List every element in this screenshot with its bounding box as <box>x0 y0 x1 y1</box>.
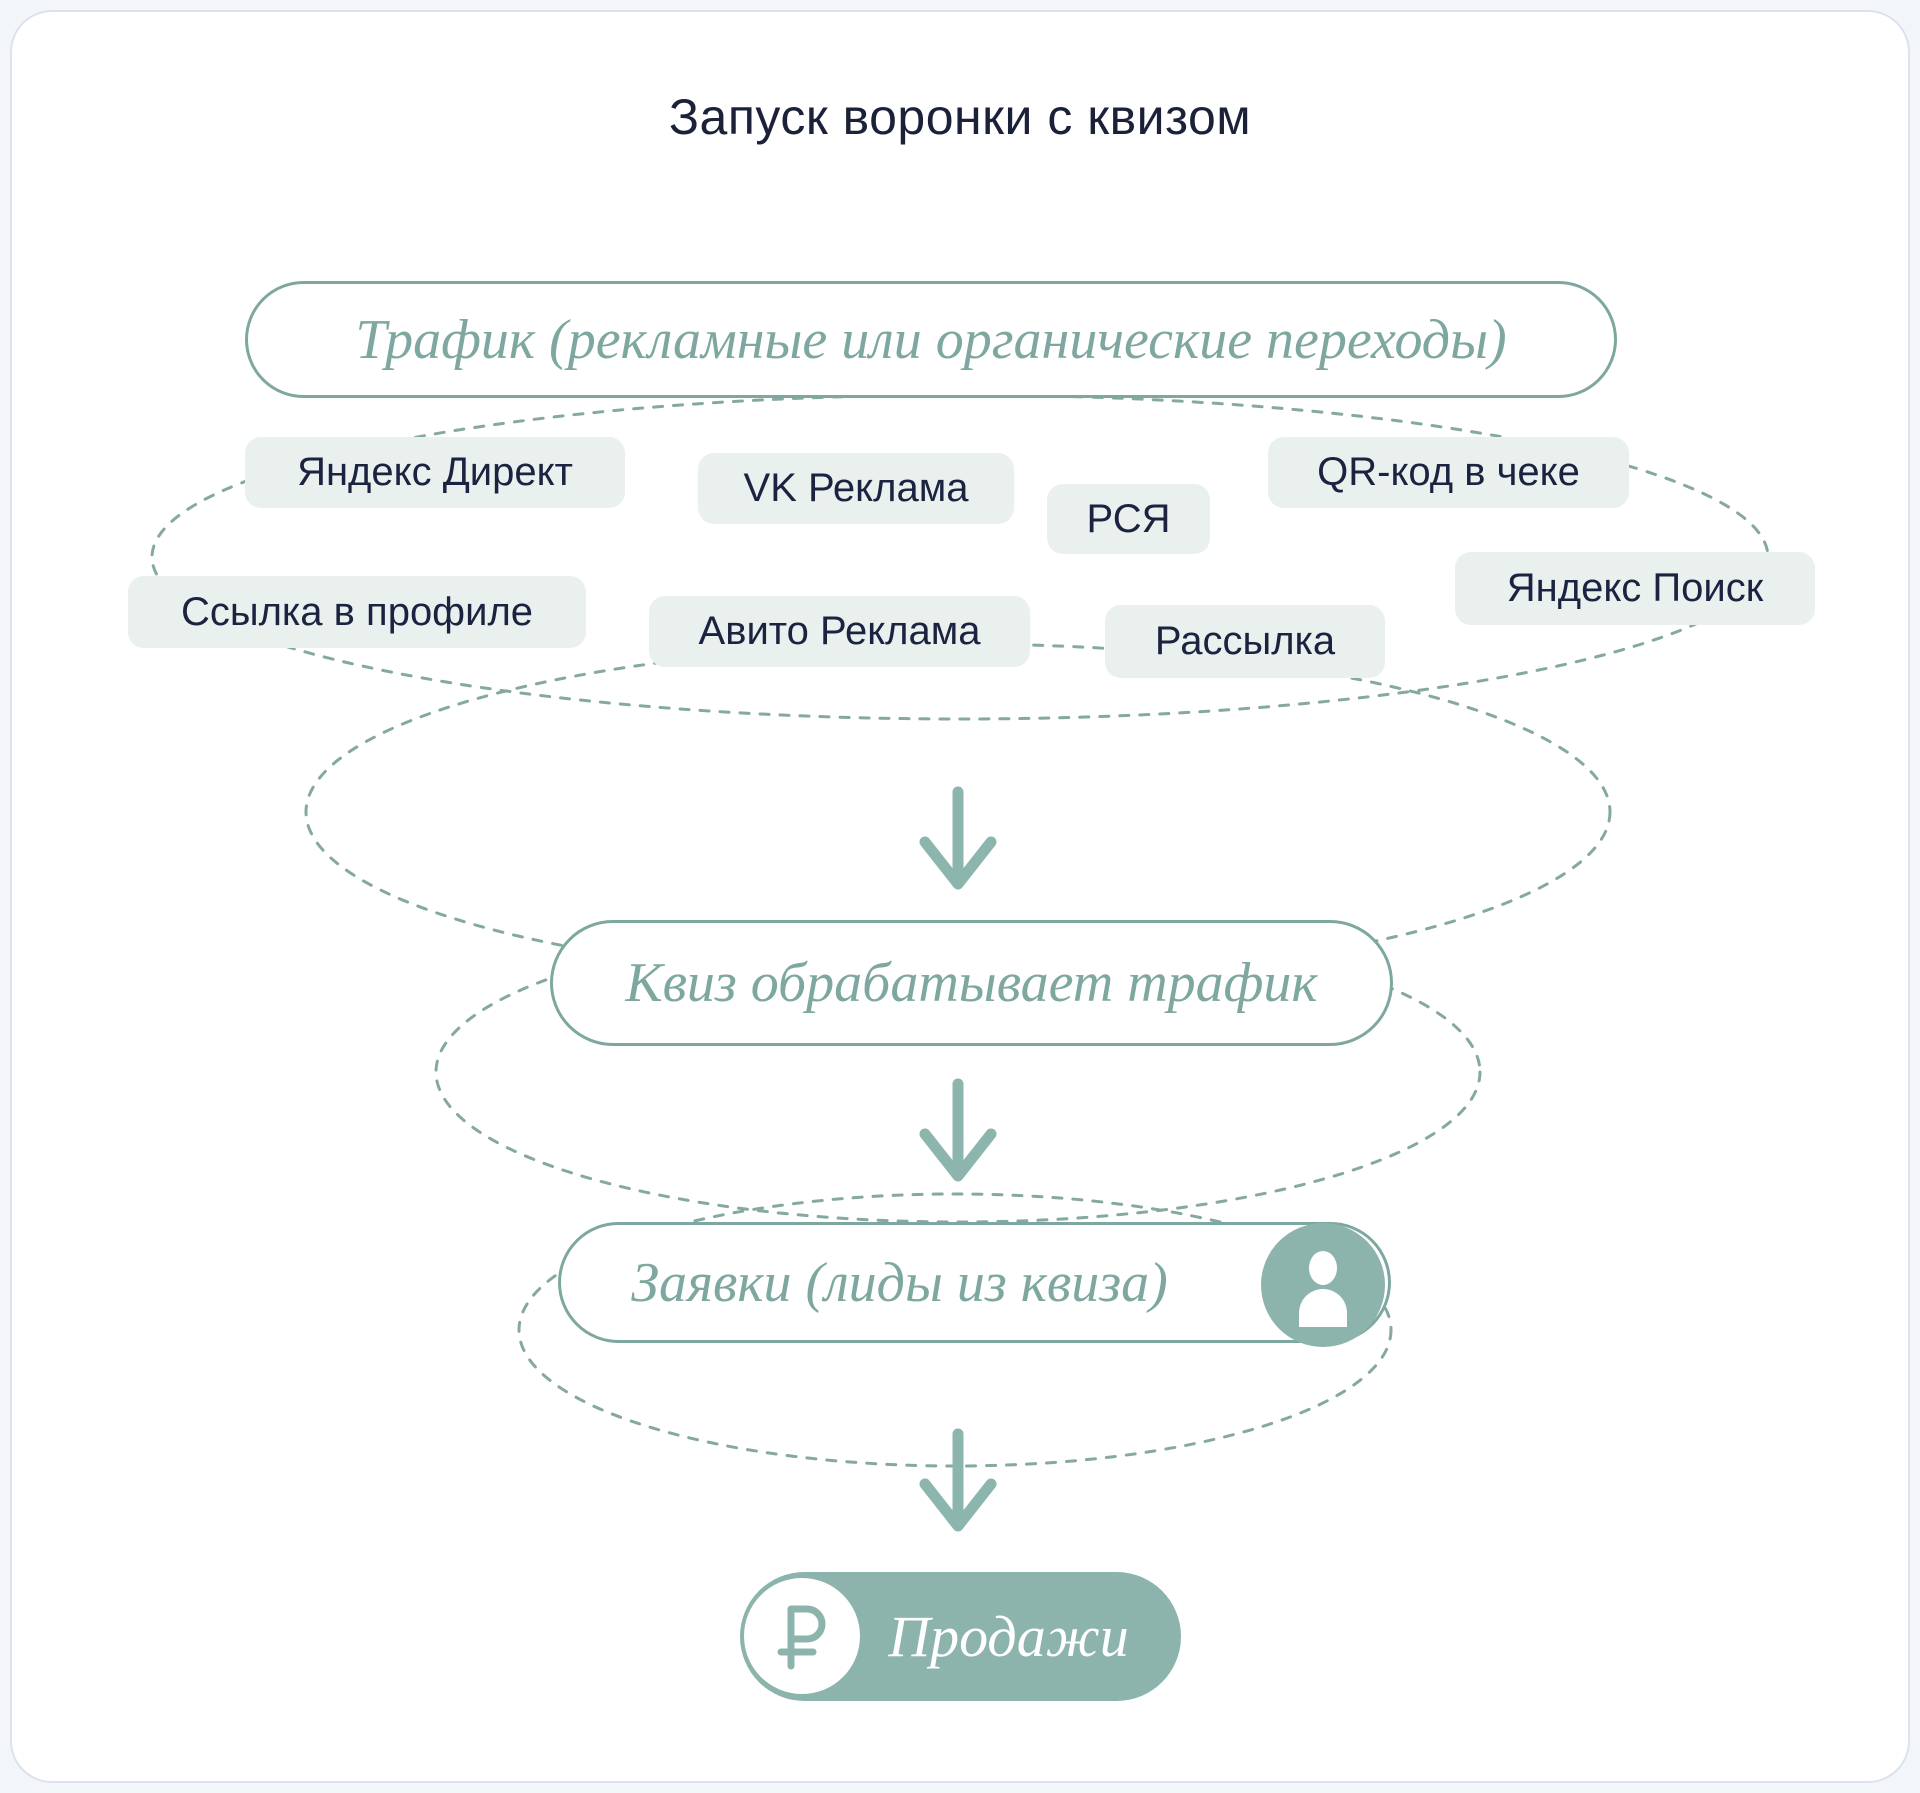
chip-label: Яндекс Директ <box>297 450 573 494</box>
chip-label: QR-код в чеке <box>1317 450 1580 494</box>
ruble-icon <box>777 1605 826 1670</box>
traffic-source-mailing: Рассылка <box>1105 605 1385 678</box>
person-icon <box>1261 1223 1385 1347</box>
stage-traffic-pill: Трафик (рекламные или органические перех… <box>245 281 1617 398</box>
chip-label: Ссылка в профиле <box>180 589 534 634</box>
sales-badge <box>744 1578 860 1694</box>
page-title: Запуск воронки с квизом <box>668 89 1252 145</box>
stage-traffic-label: Трафик (рекламные или органические перех… <box>355 308 1507 371</box>
down-arrow-icon <box>919 786 997 890</box>
down-arrow-icon <box>919 1078 997 1182</box>
chip-label: Яндекс Поиск <box>1506 566 1764 610</box>
traffic-source-yandex-direct: Яндекс Директ <box>245 437 625 508</box>
traffic-source-vk-ads: VK Реклама <box>698 453 1014 524</box>
stage-quiz-label: Квиз обрабатывает трафик <box>625 952 1318 1014</box>
chip-label: РСЯ <box>1086 496 1171 541</box>
traffic-source-rsya: РСЯ <box>1047 484 1210 554</box>
traffic-source-avito-ads: Авито Реклама <box>649 596 1030 667</box>
stage-leads-pill: Заявки (лиды из квиза) <box>558 1222 1391 1347</box>
traffic-source-yandex-search: Яндекс Поиск <box>1455 552 1815 625</box>
chip-label: VK Реклама <box>743 466 969 510</box>
chip-label: Рассылка <box>1154 619 1336 663</box>
traffic-source-profile-link: Ссылка в профиле <box>128 576 586 648</box>
traffic-source-qr-code: QR-код в чеке <box>1268 437 1629 508</box>
stage-leads-label: Заявки (лиды из квиза) <box>631 1251 1168 1314</box>
chip-label: Авито Реклама <box>698 609 981 653</box>
down-arrow-icon <box>919 1428 997 1532</box>
stage-quiz-pill: Квиз обрабатывает трафик <box>550 920 1393 1046</box>
stage-sales-label: Продажи <box>888 1604 1129 1669</box>
